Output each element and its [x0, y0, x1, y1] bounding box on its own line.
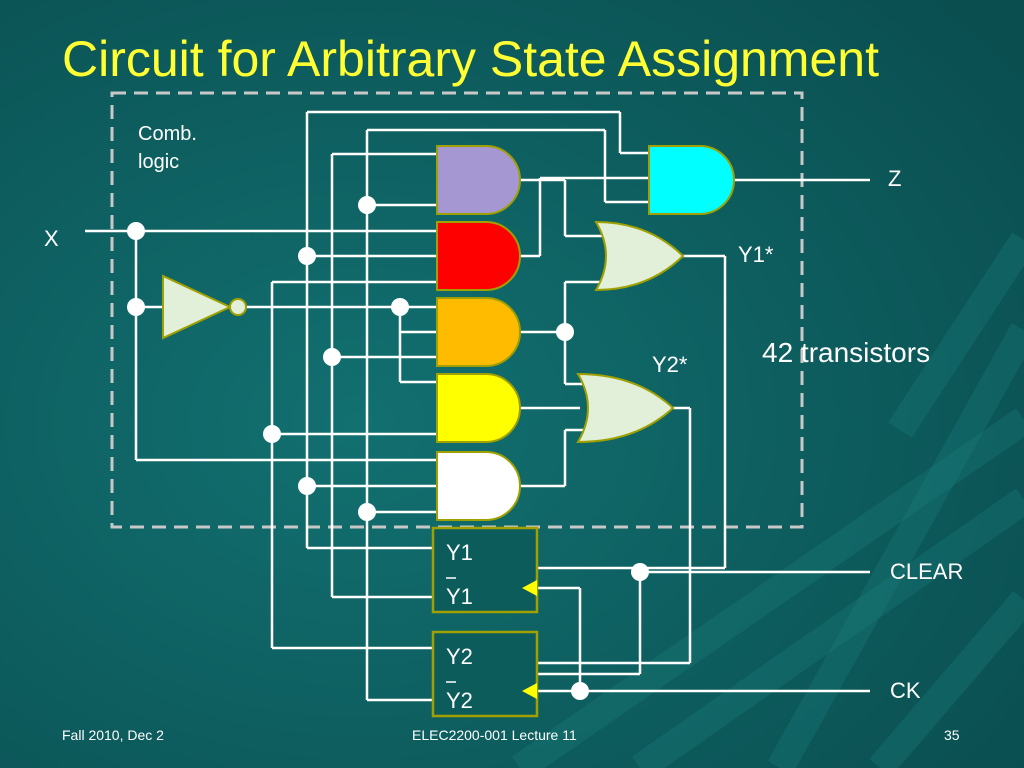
comb-label-line2: logic [138, 151, 179, 173]
y2-next-label: Y2* [652, 352, 688, 377]
transistor-count-label: 42 transistors [762, 337, 930, 368]
and-gate-4 [436, 373, 521, 443]
ck-label: CK [890, 678, 921, 703]
ff2-qbar-label: Y2 [446, 688, 473, 713]
ff1-qbar-label: Y1 [446, 584, 473, 609]
and-gate-output-z [648, 145, 735, 215]
inverter-gate [162, 274, 247, 340]
comb-label-line1: Comb. [138, 123, 197, 145]
ff1-q-label: Y1 [446, 540, 473, 565]
y1-next-label: Y1* [738, 242, 774, 267]
flip-flop-2 [431, 630, 539, 718]
comb-logic-boundary [110, 91, 804, 529]
and-gate-5 [436, 451, 521, 521]
or-gate-y2 [576, 372, 675, 444]
footer-date: Fall 2010, Dec 2 [62, 727, 164, 743]
flip-flop-1 [431, 526, 539, 614]
junction-dots [127, 196, 649, 700]
and-gate-1 [436, 145, 521, 215]
and-gate-2 [436, 221, 521, 291]
input-x-label: X [44, 226, 59, 251]
clear-label: CLEAR [890, 559, 963, 584]
output-z-label: Z [888, 166, 901, 191]
wires [85, 110, 870, 702]
footer-page-number: 35 [944, 727, 960, 743]
ff2-q-label: Y2 [446, 644, 473, 669]
footer-course: ELEC2200-001 Lecture 11 [412, 727, 577, 743]
or-gate-y1 [594, 220, 685, 292]
slide-title: Circuit for Arbitrary State Assignment [62, 31, 879, 87]
and-gate-3 [436, 297, 521, 367]
